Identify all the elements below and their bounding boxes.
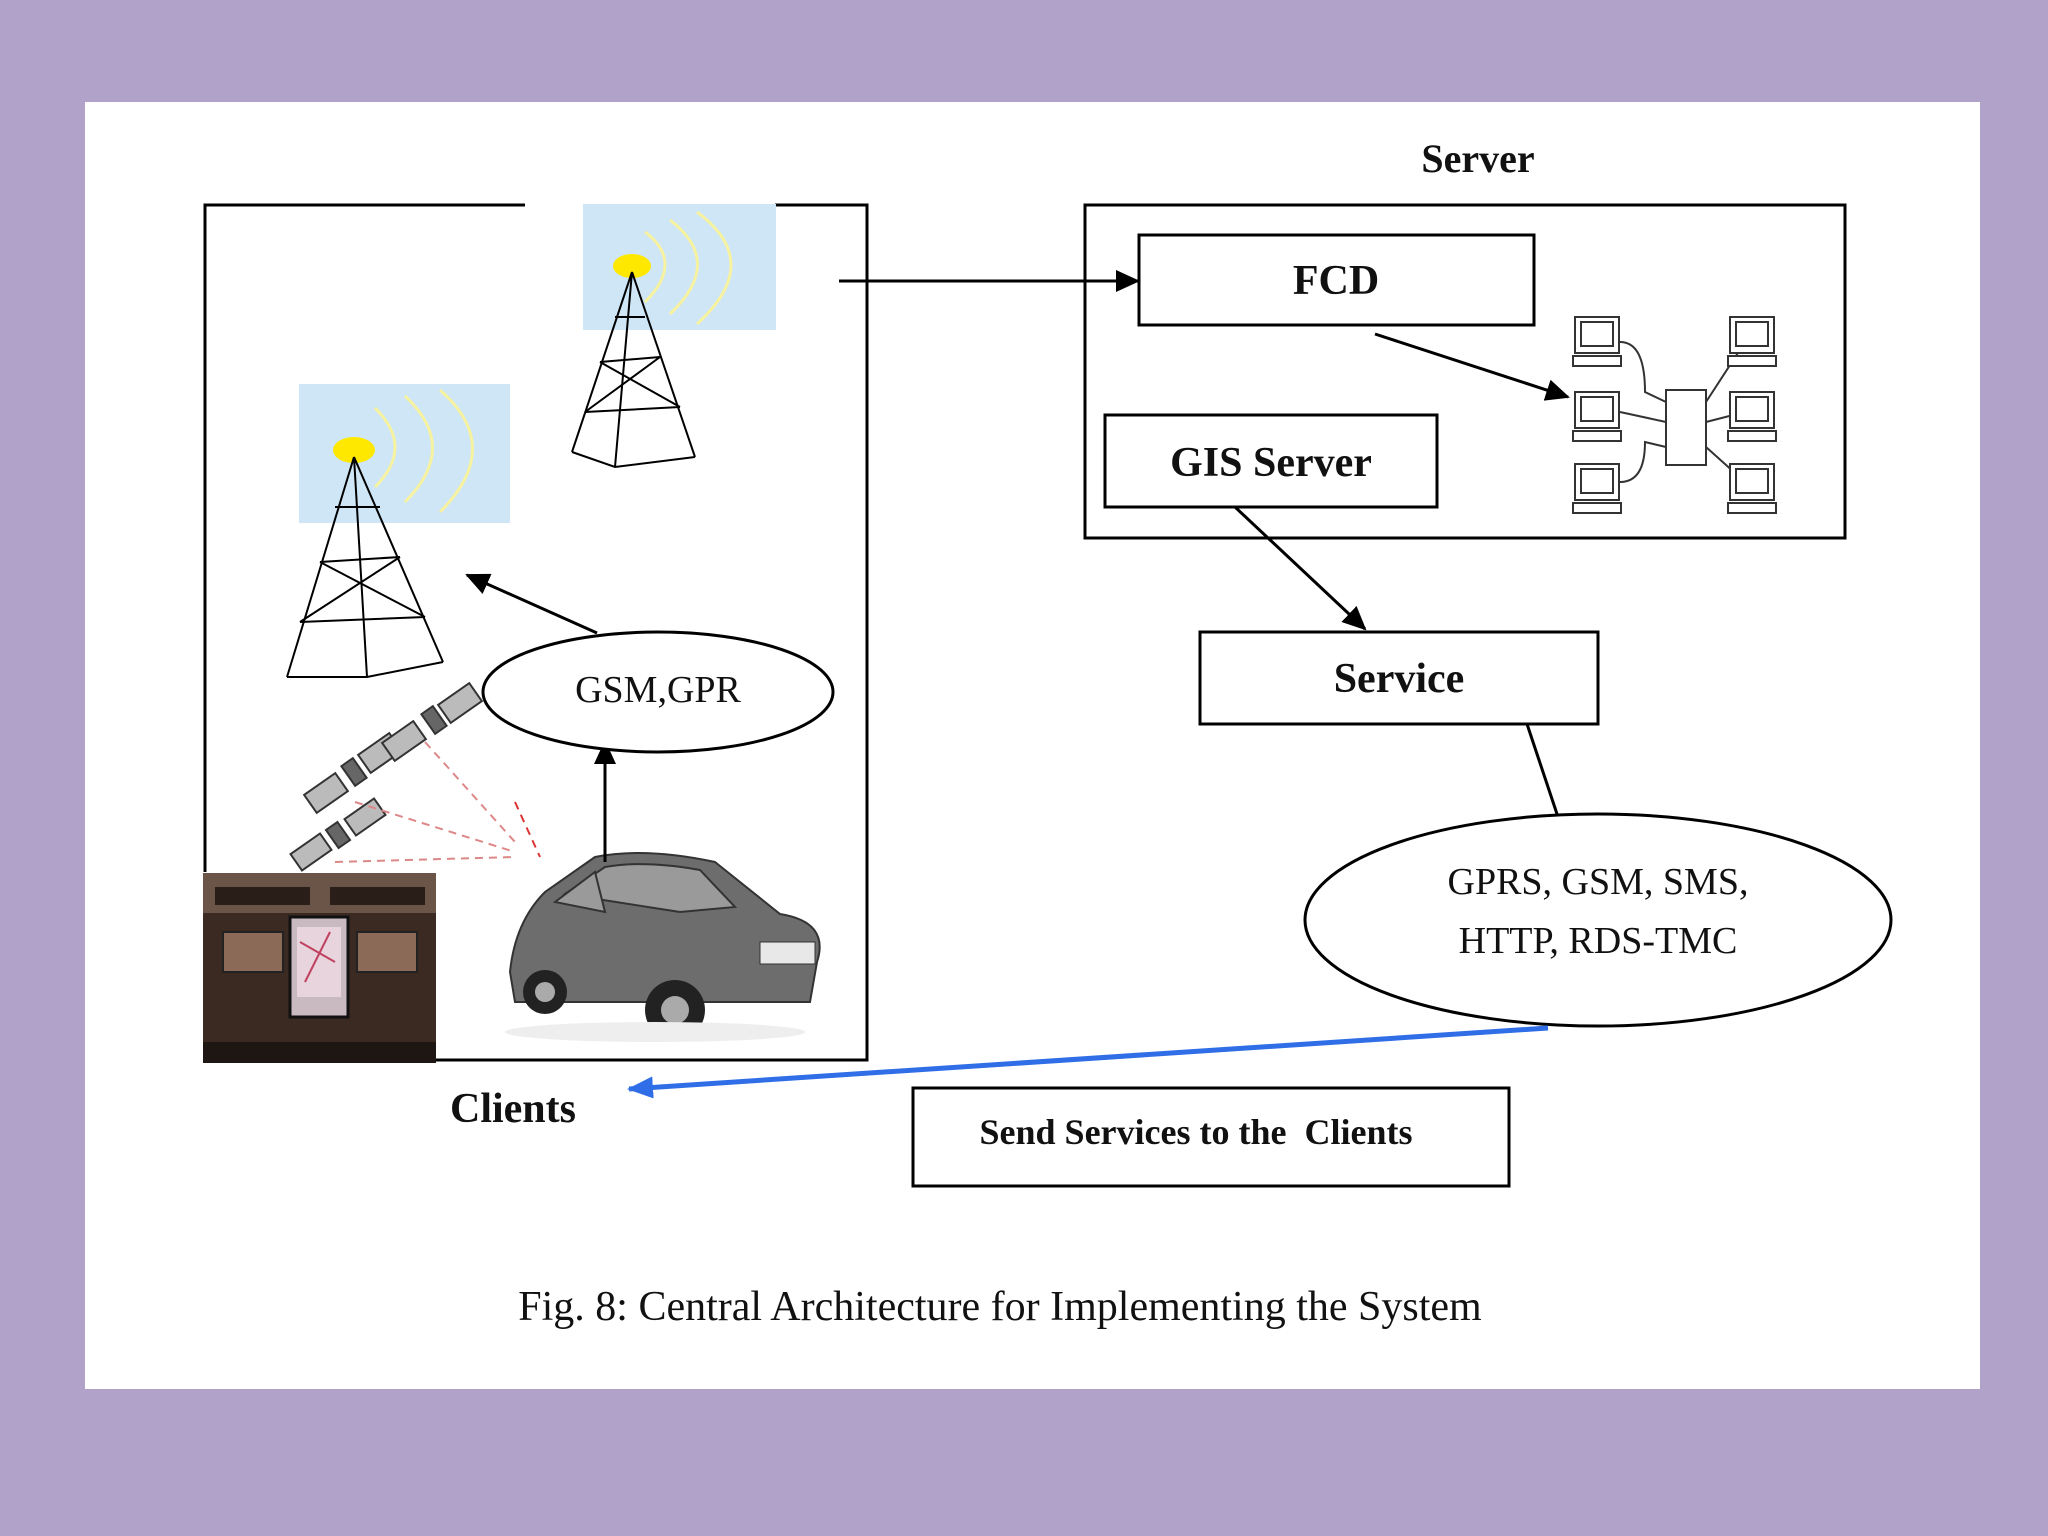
car-icon: [505, 852, 821, 1042]
client-protocol-ellipse: GSM,GPR: [481, 630, 835, 754]
send-services-box: Send Services to the Clients: [911, 1086, 1511, 1188]
send-services-label: Send Services to the Clients: [980, 1112, 1413, 1152]
architecture-diagram: GSM,GPR Server FCD GIS Server Service: [203, 136, 1893, 1330]
fcd-to-network-arrow: [1374, 332, 1570, 401]
service-to-protocols-line: [1525, 723, 1559, 815]
satellite-icon: [289, 681, 484, 872]
client-protocol-label: GSM,GPR: [575, 669, 741, 711]
service-protocols-line2: HTTP, RDS-TMC: [1459, 920, 1738, 962]
figure-caption: Fig. 8: Central Architecture for Impleme…: [518, 1284, 1482, 1330]
clients-label: Clients: [450, 1086, 576, 1132]
service-protocols-ellipse: GPRS, GSM, SMS, HTTP, RDS-TMC: [1303, 812, 1893, 1028]
server-heading: Server: [1421, 136, 1534, 181]
satellite-signal-lines: [334, 741, 541, 863]
slide: GSM,GPR Server FCD GIS Server Service: [85, 102, 1980, 1389]
service-box: Service: [1198, 630, 1600, 726]
car-navigation-photo: [203, 873, 436, 1063]
service-protocols-line1: GPRS, GSM, SMS,: [1448, 861, 1749, 903]
fcd-box: FCD: [1137, 233, 1536, 327]
cell-tower-icon: [571, 204, 776, 469]
service-label: Service: [1334, 656, 1465, 702]
server-box: [1083, 203, 1847, 540]
cell-tower-icon: [286, 384, 510, 678]
clients-box: [203, 203, 869, 1062]
send-services-arrow: [627, 1025, 1549, 1099]
gsm-to-tower-arrow: [465, 573, 598, 635]
fcd-label: FCD: [1293, 258, 1379, 304]
gis-server-label: GIS Server: [1170, 440, 1372, 486]
gis-to-service-arrow: [1233, 505, 1367, 631]
gis-server-box: GIS Server: [1103, 413, 1439, 509]
computer-network-icon: [1572, 316, 1777, 514]
